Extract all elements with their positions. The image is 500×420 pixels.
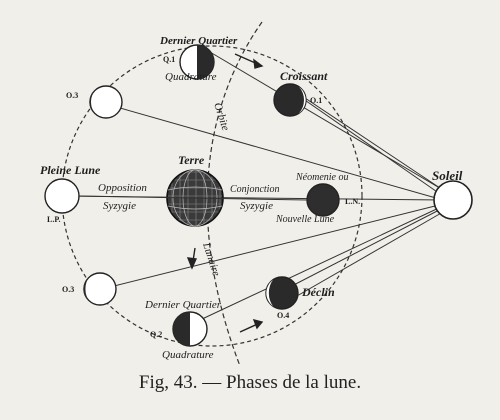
moon-croissant xyxy=(273,83,307,117)
label-quadrature-top: Quadrature xyxy=(165,71,217,83)
orbit-arrows xyxy=(186,53,264,333)
label-lp: L.P. xyxy=(47,215,61,224)
phases-diagram: Dernier Quartier Q.1 Quadrature Croissan… xyxy=(40,21,473,367)
moon-o1-upper-left xyxy=(89,85,123,119)
moon-declin xyxy=(265,276,299,310)
label-o3-bottom: O.3 xyxy=(62,285,74,294)
label-pleine-lune: Pleine Lune xyxy=(40,163,101,177)
moon-dernier-quartier-top xyxy=(179,44,215,80)
label-declin: Déclin xyxy=(301,285,335,299)
label-nouvelle-lune: Nouvelle Lune xyxy=(275,214,335,225)
label-dernier-quartier-top: Dernier Quartier xyxy=(159,35,238,47)
label-syzygie-right: Syzygie xyxy=(240,200,273,212)
label-opposition: Opposition xyxy=(98,182,147,194)
label-neomenie: Néomenie ou xyxy=(295,172,349,183)
label-o3-top: O.3 xyxy=(66,91,78,100)
sun xyxy=(433,180,473,220)
label-dernier-quartier-bottom: Dernier Quartier xyxy=(144,299,222,311)
label-lunaire: Lunaire xyxy=(200,240,222,278)
label-q2: Q.2 xyxy=(150,330,162,339)
syzygy-line xyxy=(79,195,308,201)
label-croissant: Croissant xyxy=(280,69,328,83)
label-orbite: Orbite xyxy=(211,101,231,132)
label-terre: Terre xyxy=(178,153,205,167)
figure-caption: Fig, 43. — Phases de la lune. xyxy=(138,372,362,393)
moon-dernier-quartier-bottom xyxy=(172,311,208,347)
label-syzygie-left: Syzygie xyxy=(103,200,136,212)
label-conjonction: Conjonction xyxy=(230,184,279,195)
label-q1: Q.1 xyxy=(163,55,175,64)
label-ln: L.N. xyxy=(345,197,360,206)
label-o4: O.4 xyxy=(277,311,289,320)
moon-o3-lower-left xyxy=(83,272,117,306)
label-quadrature-bottom: Quadrature xyxy=(162,349,214,361)
moon-nouvelle-lune xyxy=(306,183,340,217)
earth-orbit-arc xyxy=(206,21,263,367)
label-o1: O.1 xyxy=(310,96,322,105)
sun-rays xyxy=(59,51,444,321)
moon-pleine-lune xyxy=(44,178,80,214)
label-soleil: Soleil xyxy=(432,168,463,183)
